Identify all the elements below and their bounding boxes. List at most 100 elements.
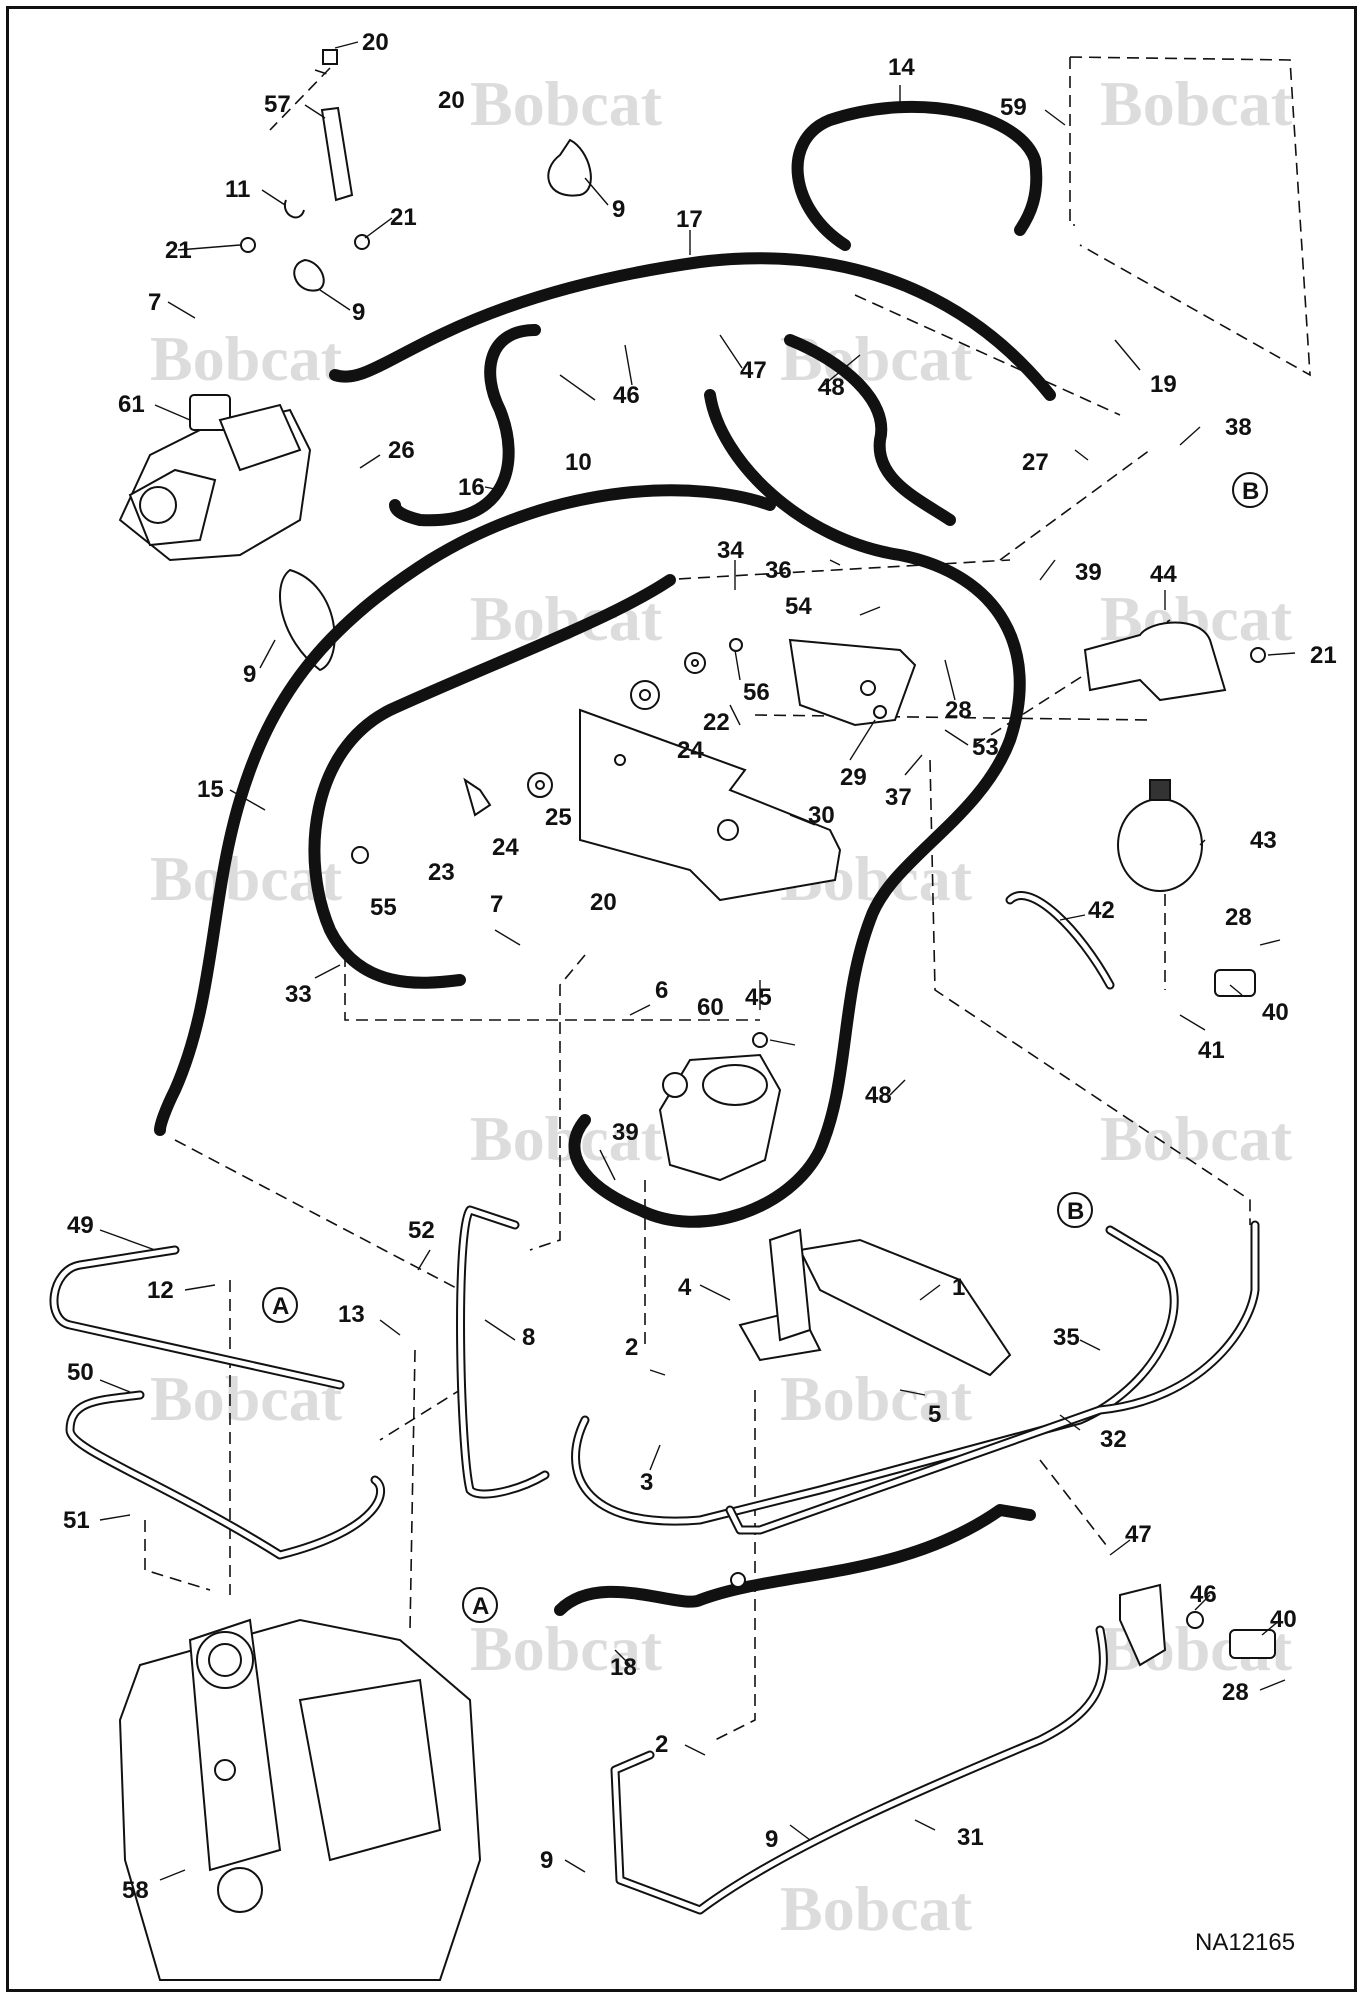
valve-block-29 bbox=[788, 638, 917, 727]
callout-label: 24 bbox=[492, 834, 519, 861]
callout-label: 22 bbox=[703, 709, 730, 736]
callout-label: 21 bbox=[1310, 642, 1337, 669]
callout-label: 1 bbox=[952, 1274, 965, 1301]
callout-label: 45 bbox=[745, 984, 772, 1011]
connector-markers: B A B A bbox=[262, 472, 1268, 1623]
watermark-text: Bobcat bbox=[150, 323, 343, 394]
callout-label: 2 bbox=[625, 1334, 638, 1361]
callout-label: 9 bbox=[765, 1826, 778, 1853]
watermark-text: Bobcat bbox=[470, 1103, 663, 1174]
callout-label: 46 bbox=[1190, 1581, 1217, 1608]
callout-label: 25 bbox=[545, 804, 572, 831]
pump-61 bbox=[118, 394, 312, 562]
callout-label: 7 bbox=[490, 891, 503, 918]
connector-b-label: B bbox=[1067, 1198, 1084, 1225]
callout-label: 38 bbox=[1225, 414, 1252, 441]
callout-label: 48 bbox=[818, 374, 845, 401]
watermark-text: Bobcat bbox=[470, 68, 663, 139]
callout-label: 3 bbox=[640, 1469, 653, 1496]
callout-label: 33 bbox=[285, 981, 312, 1008]
callout-label: 31 bbox=[957, 1824, 984, 1851]
callout-label: 41 bbox=[1198, 1037, 1225, 1064]
callout-label: 5 bbox=[928, 1401, 941, 1428]
callout-label: 9 bbox=[243, 661, 256, 688]
hose-48-upper bbox=[784, 334, 956, 526]
callout-label: 57 bbox=[264, 91, 291, 118]
callout-layer: 20 20 57 11 21 21 9 9 7 61 26 16 17 10 4… bbox=[63, 29, 1337, 1904]
callout-label: 20 bbox=[362, 29, 389, 56]
nut-icon bbox=[240, 237, 256, 253]
callout-label: 30 bbox=[808, 802, 835, 829]
motor-60 bbox=[658, 1053, 782, 1182]
callout-label: 28 bbox=[1225, 904, 1252, 931]
watermark-text: Bobcat bbox=[780, 1363, 973, 1434]
callout-label: 46 bbox=[613, 382, 640, 409]
callout-label: 52 bbox=[408, 1217, 435, 1244]
callout-label: 26 bbox=[388, 437, 415, 464]
drawing-id-label: NA12165 bbox=[1195, 1929, 1295, 1956]
watermark-text: Bobcat bbox=[150, 1363, 343, 1434]
callout-label: 43 bbox=[1250, 827, 1277, 854]
transmission-58 bbox=[118, 1618, 482, 1981]
connector-a-label: A bbox=[272, 1293, 289, 1320]
callout-label: 55 bbox=[370, 894, 397, 921]
callout-label: 34 bbox=[717, 537, 744, 564]
clamp-icon bbox=[547, 138, 592, 197]
watermark-text: Bobcat bbox=[780, 323, 973, 394]
callout-label: 39 bbox=[1075, 559, 1102, 586]
callout-label: 28 bbox=[1222, 1679, 1249, 1706]
callout-label: 27 bbox=[1022, 449, 1049, 476]
callout-label: 11 bbox=[225, 176, 250, 203]
callout-label: 13 bbox=[338, 1301, 365, 1328]
callout-label: 16 bbox=[458, 474, 485, 501]
callout-label: 6 bbox=[655, 977, 668, 1004]
callout-label: 8 bbox=[522, 1324, 535, 1351]
watermark-text: Bobcat bbox=[1100, 68, 1293, 139]
callout-label: 42 bbox=[1088, 897, 1115, 924]
hose-18 bbox=[554, 1504, 1036, 1616]
callout-label: 36 bbox=[765, 557, 792, 584]
callout-label: 53 bbox=[972, 734, 999, 761]
callout-label: 24 bbox=[677, 737, 704, 764]
callout-label: 15 bbox=[197, 776, 224, 803]
connector-a-marker bbox=[462, 1587, 498, 1623]
watermark-text: Bobcat bbox=[1100, 1103, 1293, 1174]
callout-label: 35 bbox=[1053, 1324, 1080, 1351]
connector-b-label: B bbox=[1242, 478, 1259, 505]
connector-b-marker bbox=[1232, 472, 1268, 508]
hose-15 bbox=[154, 484, 776, 1136]
callout-label: 47 bbox=[1125, 1521, 1152, 1548]
callout-label: 29 bbox=[840, 764, 867, 791]
leader-lines bbox=[99, 41, 1296, 1881]
pedal-assembly-1 bbox=[738, 1228, 1012, 1377]
callout-label: 17 bbox=[676, 206, 703, 233]
tubes bbox=[49, 891, 1260, 1915]
callout-label: 7 bbox=[148, 289, 161, 316]
callout-label: 9 bbox=[352, 299, 365, 326]
callout-label: 2 bbox=[655, 1731, 668, 1758]
clamp-icon bbox=[279, 568, 336, 672]
callout-label: 47 bbox=[740, 357, 767, 384]
callout-label: 18 bbox=[610, 1654, 637, 1681]
clamp-icon bbox=[283, 199, 305, 219]
bracket-lower-right bbox=[1119, 969, 1276, 1667]
callout-label: 61 bbox=[118, 391, 145, 418]
clamp-bracket-44 bbox=[1083, 621, 1227, 702]
callout-label: 56 bbox=[743, 679, 770, 706]
bracket-30 bbox=[579, 708, 842, 902]
callout-label: 44 bbox=[1150, 561, 1177, 588]
connector-b-marker bbox=[1057, 1192, 1093, 1228]
callout-label: 58 bbox=[122, 1877, 149, 1904]
hose-33 bbox=[308, 574, 676, 989]
callout-label: 21 bbox=[390, 204, 417, 231]
callout-label: 40 bbox=[1270, 1606, 1297, 1633]
callout-label: 10 bbox=[565, 449, 592, 476]
hoses bbox=[154, 100, 1056, 1616]
clamp-icon bbox=[293, 258, 325, 292]
connector-a-marker bbox=[262, 1287, 298, 1323]
watermark-text: Bobcat bbox=[470, 583, 663, 654]
callout-label: 49 bbox=[67, 1212, 94, 1239]
hose-48-lower bbox=[568, 389, 1026, 1228]
callout-label: 12 bbox=[147, 1277, 174, 1304]
